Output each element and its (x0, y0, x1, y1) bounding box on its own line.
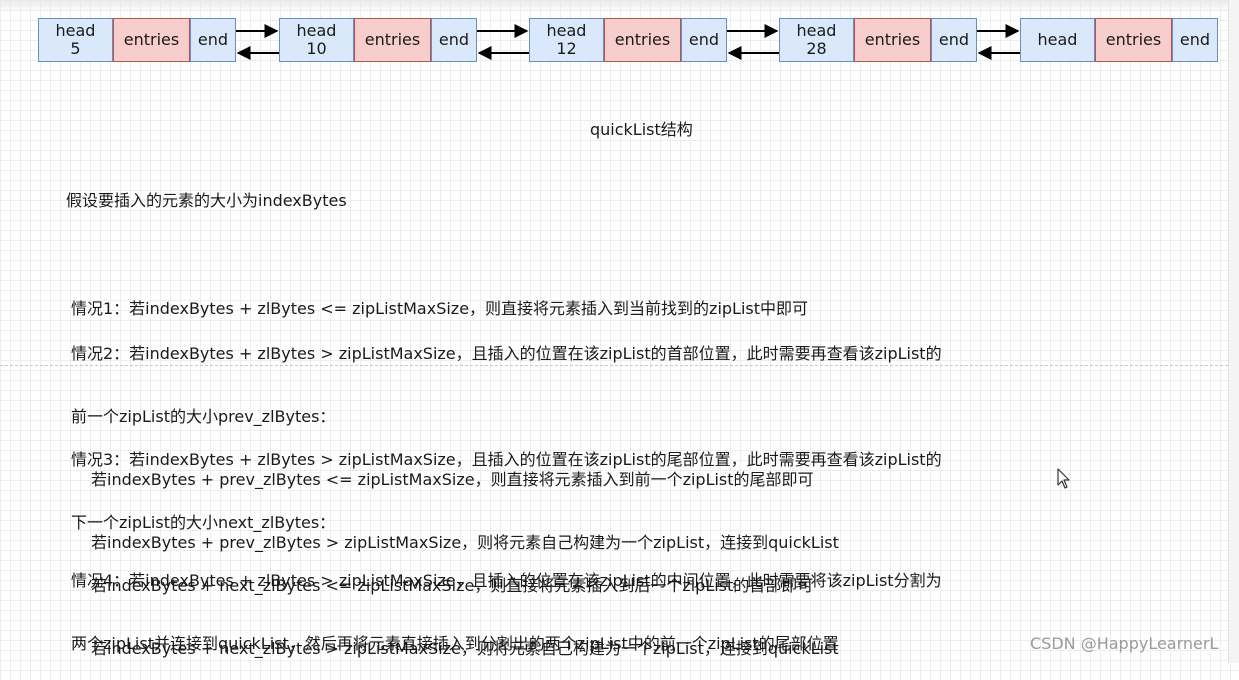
head-label: head (796, 21, 837, 40)
case-3-line-3: 若indexBytes + next_zlBytes <= zipListMax… (91, 576, 814, 595)
node-entries-cell: entries (354, 18, 431, 62)
case-4-line-2: 两个zipList并连接到quickList，然后再将元素直接插入到分割出的两个… (71, 634, 839, 653)
ziplist-node-4[interactable]: head 28 entries end (779, 18, 977, 62)
node-links (236, 24, 1020, 60)
intro-text: 假设要插入的元素的大小为indexBytes (66, 191, 347, 210)
case-4-line-1: 情况4：若indexBytes + zlBytes > zipListMaxSi… (71, 571, 942, 590)
node-end-cell: end (1172, 18, 1218, 62)
head-label: head (296, 21, 337, 40)
node-end-cell: end (931, 18, 977, 62)
ziplist-node-2[interactable]: head 10 entries end (279, 18, 477, 62)
mouse-pointer-icon (1057, 468, 1070, 489)
case-3-line-4: 若indexBytes + next_zlBytes > zipListMaxS… (91, 639, 839, 658)
ziplist-node-5[interactable]: head entries end (1020, 18, 1218, 62)
node-entries-cell: entries (854, 18, 931, 62)
page-break-line (0, 365, 1228, 366)
case-2-line-2: 前一个zipList的大小prev_zlBytes： (71, 407, 336, 426)
ziplist-node-1[interactable]: head 5 entries end (38, 18, 236, 62)
ziplist-node-3[interactable]: head 12 entries end (529, 18, 727, 62)
case-4: 情况4：若indexBytes + zlBytes > zipListMaxSi… (71, 528, 942, 675)
top-shadow (0, 0, 1239, 12)
node-head-cell: head 12 (529, 18, 604, 62)
node-entries-cell: entries (113, 18, 190, 62)
right-scroll-edge (1228, 0, 1239, 663)
node-end-cell: end (681, 18, 727, 62)
node-head-cell: head 28 (779, 18, 854, 62)
case-2-line-3: 若indexBytes + prev_zlBytes <= zipListMax… (91, 470, 814, 489)
case-2: 情况2：若indexBytes + zlBytes > zipListMaxSi… (71, 301, 942, 574)
head-label: head (546, 21, 587, 40)
case-3-line-1: 情况3：若indexBytes + zlBytes > zipListMaxSi… (71, 450, 942, 469)
head-label: head (55, 21, 96, 40)
case-2-line-4: 若indexBytes + prev_zlBytes > zipListMaxS… (91, 533, 839, 552)
head-count: 28 (806, 39, 827, 58)
node-head-cell: head (1020, 18, 1095, 62)
case-1-line: 情况1：若indexBytes + zlBytes <= zipListMaxS… (71, 299, 809, 318)
case-1: 情况1：若indexBytes + zlBytes <= zipListMaxS… (71, 256, 808, 340)
node-entries-cell: entries (604, 18, 681, 62)
head-count: 12 (556, 39, 577, 58)
watermark: CSDN @HappyLearnerL (1030, 634, 1219, 653)
diagram-caption: quickList结构 (590, 120, 693, 139)
head-count: 5 (70, 39, 81, 58)
node-end-cell: end (431, 18, 477, 62)
node-head-cell: head 10 (279, 18, 354, 62)
case-3-line-2: 下一个zipList的大小next_zlBytes： (71, 513, 336, 532)
case-2-line-1: 情况2：若indexBytes + zlBytes > zipListMaxSi… (71, 344, 942, 363)
node-end-cell: end (190, 18, 236, 62)
node-entries-cell: entries (1095, 18, 1172, 62)
head-count: 10 (306, 39, 327, 58)
node-head-cell: head 5 (38, 18, 113, 62)
case-3: 情况3：若indexBytes + zlBytes > zipListMaxSi… (71, 407, 942, 680)
head-label: head (1037, 30, 1078, 49)
